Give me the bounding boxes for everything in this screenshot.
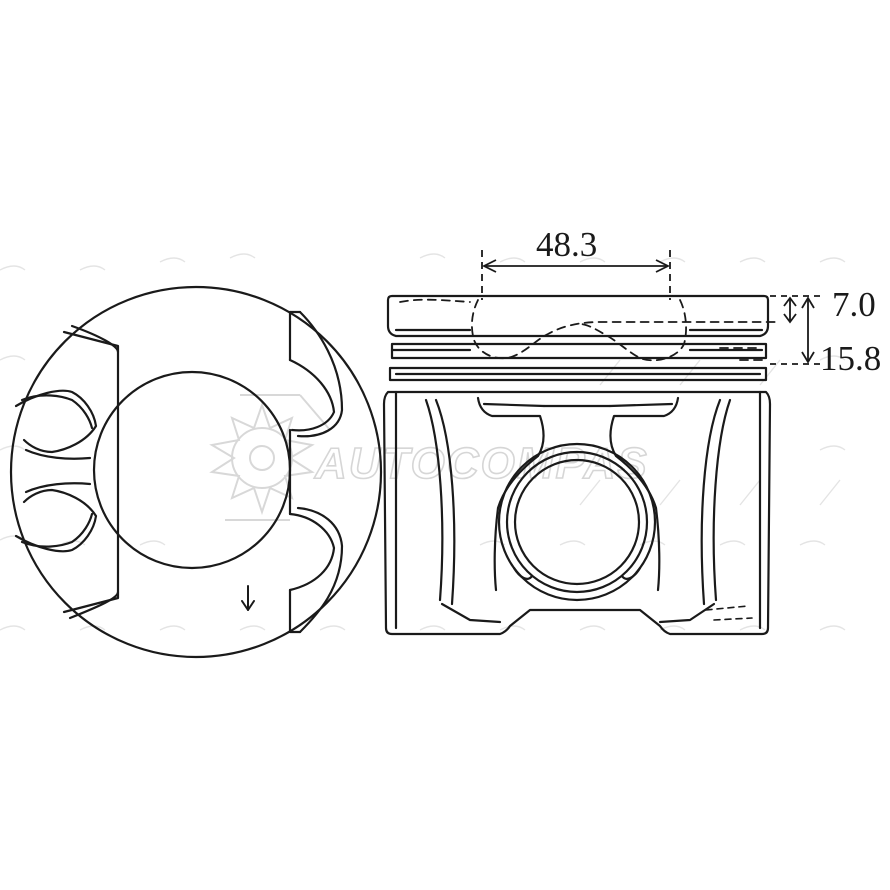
skirt — [382, 390, 772, 636]
top-view — [9, 285, 383, 659]
watermark-text: AUTOCOMPAS — [314, 439, 649, 488]
left-valve-pockets — [14, 324, 120, 620]
dimension-48-3 — [481, 250, 671, 300]
crown — [386, 294, 770, 382]
skirt-dashed — [705, 605, 753, 621]
watermark-pattern — [0, 253, 846, 631]
crown-dashed — [399, 298, 781, 362]
dimension-label-pin-spacing: 48.3 — [536, 225, 597, 264]
dimension-15-8 — [770, 296, 820, 365]
dimension-label-compression-height: 15.8 — [820, 339, 881, 378]
dimension-lines — [481, 250, 820, 365]
pin-bore — [497, 442, 657, 602]
dimension-7-0 — [770, 295, 820, 324]
dimension-label-top-land: 7.0 — [832, 285, 876, 324]
top-view-outline — [9, 285, 383, 659]
right-valve-pockets — [288, 310, 344, 634]
watermark: AUTOCOMPAS — [0, 253, 846, 631]
down-arrow-icon — [241, 585, 255, 611]
side-view — [382, 294, 781, 636]
